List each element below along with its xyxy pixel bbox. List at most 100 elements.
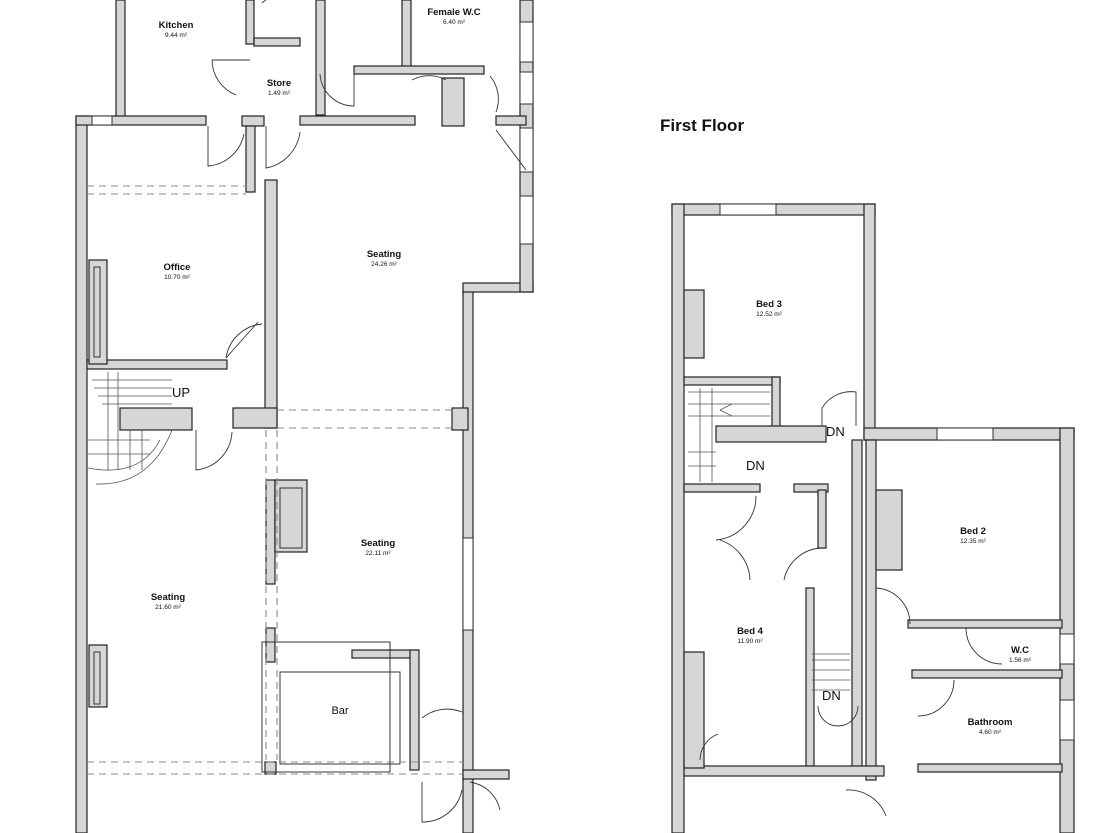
- window: [519, 21, 534, 63]
- office-corner-wall: [245, 125, 256, 193]
- bed4-lower-east-wall: [805, 587, 815, 767]
- divider-pier: [265, 627, 276, 663]
- bathroom-south-wall: [917, 763, 1063, 773]
- office-east-wall: [264, 179, 278, 429]
- room-area: 12.52 m²: [756, 311, 782, 318]
- landing-east-wall: [851, 439, 863, 771]
- window: [91, 115, 113, 126]
- first-west-wall: [671, 203, 685, 833]
- stair-dn-label: DN: [826, 424, 845, 439]
- bed2-south-wall: [907, 619, 1063, 629]
- stair-dn-label: DN: [822, 688, 841, 703]
- room-label: Store: [267, 78, 291, 89]
- seating-north-wall: [299, 115, 416, 126]
- door-swing: [821, 391, 857, 426]
- room-label: Bed 3: [756, 299, 782, 310]
- bed3-south-wall: [683, 376, 781, 386]
- door-swing: [211, 59, 250, 96]
- door-swing: [965, 627, 1003, 665]
- door-swing: [875, 587, 911, 625]
- wc-south-wall: [911, 669, 1063, 679]
- door-swing: [265, 126, 301, 169]
- door-swing: [421, 782, 463, 823]
- room-area: 1.56 m²: [1009, 657, 1032, 664]
- divider-wall: [265, 479, 276, 585]
- stair-core-wall: [119, 407, 193, 431]
- door-swing: [817, 705, 859, 727]
- room-area: 4.60 m²: [979, 729, 1002, 736]
- landing-wall: [771, 376, 781, 430]
- room-area: 6.40 m²: [443, 19, 466, 26]
- stair-dn-label: DN: [746, 458, 765, 473]
- bed4-north-wall: [683, 483, 761, 493]
- stair-core-wall: [715, 425, 827, 443]
- window: [519, 195, 534, 245]
- ground-floor-plan: [75, 0, 534, 833]
- bed2-chimney: [875, 489, 903, 571]
- door-swing: [319, 72, 355, 107]
- office-south-wall: [86, 359, 228, 370]
- room-label: Seating: [361, 538, 396, 549]
- door-swing: [699, 733, 719, 761]
- room-label: Bathroom: [968, 717, 1013, 728]
- room-label: Female W.C: [427, 7, 480, 18]
- bed4-angle-wall: [793, 483, 829, 493]
- first-floor-labels: First Floor Bed 3 12.52 m² Bed 2 12.35 m…: [660, 116, 1032, 736]
- window: [519, 127, 534, 173]
- window: [936, 427, 994, 441]
- door-swing: [469, 781, 501, 811]
- seating-window-recess: [88, 644, 108, 708]
- seating-window-frame: [93, 651, 101, 705]
- room-label: Seating: [151, 592, 186, 603]
- first-staircase: [688, 388, 850, 691]
- door-swing: [845, 789, 887, 817]
- room-label: W.C: [1011, 645, 1029, 656]
- bed3-window-recess: [683, 289, 705, 359]
- bar-outline: [261, 641, 391, 773]
- door-swing: [715, 495, 757, 581]
- office-window-recess: [88, 259, 108, 365]
- room-area: 1.49 m²: [268, 90, 291, 97]
- room-area: 22.11 m²: [365, 550, 391, 557]
- ground-staircase: [87, 372, 173, 485]
- first-floor-title: First Floor: [660, 116, 744, 135]
- kitchen-west-wall: [115, 0, 126, 125]
- window: [519, 71, 534, 105]
- room-label: Office: [164, 262, 191, 273]
- room-area: 9.44 m²: [165, 32, 188, 39]
- door-swing: [225, 321, 263, 359]
- first-floor-plan: [671, 203, 1075, 833]
- room-area: 10.70 m²: [164, 274, 190, 281]
- bar-east-wall: [409, 649, 420, 771]
- door-swing: [489, 75, 499, 113]
- room-area: 12.35 m²: [960, 538, 986, 545]
- store-south-wall: [241, 115, 265, 127]
- store-north-wall: [253, 37, 301, 47]
- room-area: 21.60 m²: [155, 604, 181, 611]
- kitchen-east-wall: [245, 0, 255, 45]
- lobby-west-wall: [315, 0, 326, 116]
- door-swing: [261, 0, 267, 4]
- room-label: Bed 2: [960, 526, 986, 537]
- room-label: Seating: [367, 249, 402, 260]
- room-area: 24.26 m²: [371, 261, 397, 268]
- door-swing: [783, 547, 823, 581]
- window: [1059, 699, 1075, 741]
- entrance-wall: [462, 769, 510, 780]
- room-label: Kitchen: [159, 20, 194, 31]
- bar-top-wall: [351, 649, 419, 659]
- bed3-east-wall: [863, 203, 876, 441]
- ground-floor-labels: Kitchen 9.44 m² Female W.C 6.40 m² Store…: [151, 7, 481, 717]
- window: [462, 537, 474, 631]
- bar-counter: [279, 671, 401, 765]
- bed4-window-recess: [683, 651, 705, 769]
- door-leaf: [495, 129, 527, 171]
- fireplace-outline: [279, 487, 303, 549]
- west-wall: [75, 115, 88, 833]
- window: [719, 203, 777, 216]
- bed2-west-wall: [865, 439, 877, 781]
- column-stub: [441, 77, 465, 127]
- door-swing: [207, 126, 245, 167]
- door-swing: [917, 679, 955, 717]
